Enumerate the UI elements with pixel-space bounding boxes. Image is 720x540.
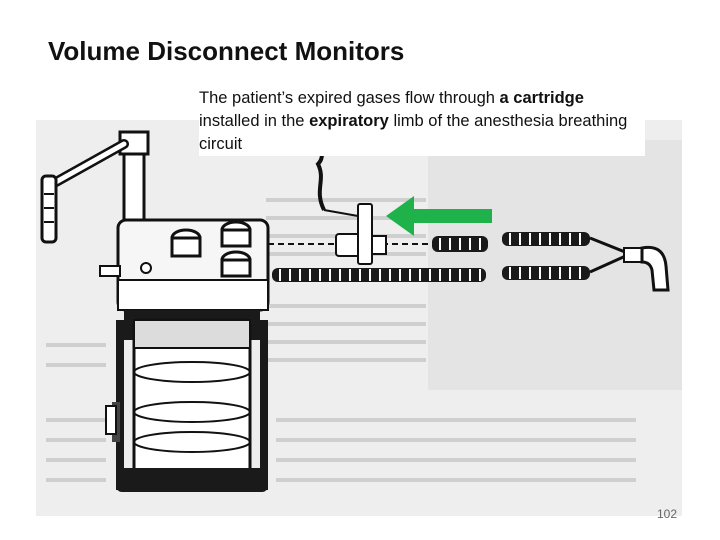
y-piece-hoses [432,232,670,292]
canister [105,310,268,492]
anesthesia-machine-figure [36,120,682,516]
machine-head [99,218,270,312]
scan-text-lines [46,198,636,482]
caption-text: The patient’s expired gases flow through… [199,87,645,156]
green-arrow-icon [386,196,492,236]
caption-part-2: installed in the [199,112,310,130]
slide-title: Volume Disconnect Monitors [48,36,405,66]
caption-part-3: limb of the anesthesia breathing circuit [199,112,628,153]
caption-bold-expiratory: expiratory [309,112,389,130]
caption-part-1: The patient’s expired gases flow through [199,89,500,107]
caption-bold-cartridge: a cartridge [499,89,584,107]
scan-right-panel [428,140,682,390]
page-number: 102 [656,507,677,521]
lower-corrugated-hose [272,268,486,282]
